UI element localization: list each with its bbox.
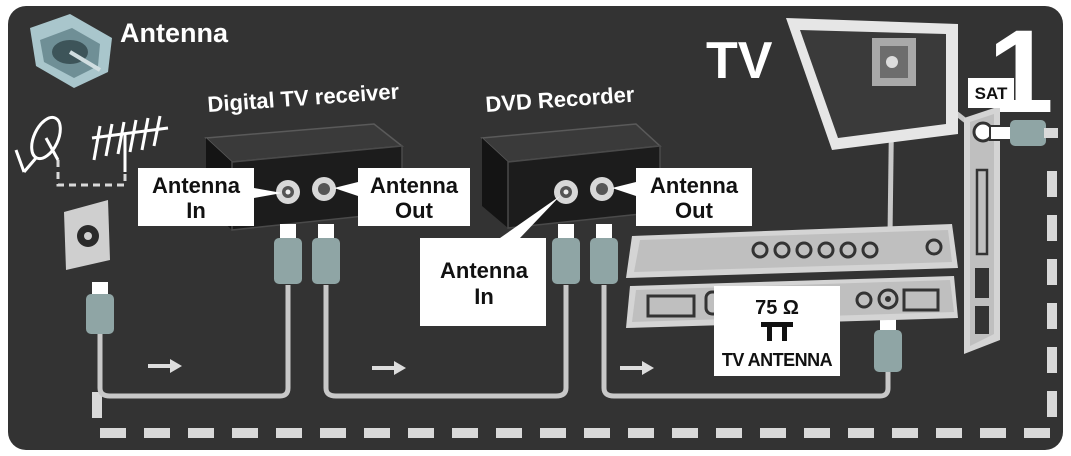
ohm-label: 75 Ω [755,297,799,319]
plug-dvd-out [590,224,618,284]
cable-dvd-to-tv [601,285,891,399]
callout-dvd-antenna-out: Antenna Out [612,168,752,226]
aerial-antenna-icon [91,115,169,172]
direction-arrows [148,359,654,375]
dvd-recorder [480,123,662,229]
satellite-dashed-route [92,155,1057,438]
tv-rear-panel-upper [626,224,958,278]
plug-dvd-in [552,224,580,284]
callout-text-line2: In [474,284,494,309]
callout-text-line2: Out [675,198,714,223]
tv-side-panel [964,106,1000,354]
arrow-right-icon [620,361,654,375]
callout-text-line1: Antenna [440,258,529,283]
callout-dvd-antenna-in: Antenna In [420,196,560,326]
antenna-plug-icon [30,14,112,88]
sat-connector [972,120,1058,146]
cable-receiver-to-dvd [323,285,569,399]
frame-edge [1063,0,1071,456]
wall-socket-icon [64,200,110,270]
callout-receiver-antenna-out: Antenna Out [334,168,470,226]
callout-receiver-antenna-in: Antenna In [138,168,282,226]
sat-label: SAT [975,84,1008,103]
tv-antenna-label: TV ANTENNA [722,350,833,370]
tv-antenna-port-label: 75 Ω TV ANTENNA [714,286,840,376]
tv-monitor-icon [786,18,958,150]
callout-text-line1: Antenna [650,173,739,198]
antenna-port-symbol-icon [761,322,793,341]
arrow-right-icon [372,361,406,375]
cable-plugs [86,224,902,372]
arrow-right-icon [148,359,182,373]
sat-label-box [968,78,1014,108]
satellite-dish-icon [14,115,62,173]
plug-wall [86,282,114,334]
tv-title: TV [706,32,773,90]
callout-text-line1: Antenna [152,173,241,198]
callout-text-line1: Antenna [370,173,459,198]
cable-wall-to-receiver [97,285,291,399]
plug-receiver-out [312,224,340,284]
antenna-title: Antenna [120,18,229,48]
callout-text-line2: Out [395,198,434,223]
digital-tv-receiver [204,123,404,231]
callout-text-line2: In [186,198,206,223]
plug-receiver-in [274,224,302,284]
antenna-dashed-link [56,160,127,187]
